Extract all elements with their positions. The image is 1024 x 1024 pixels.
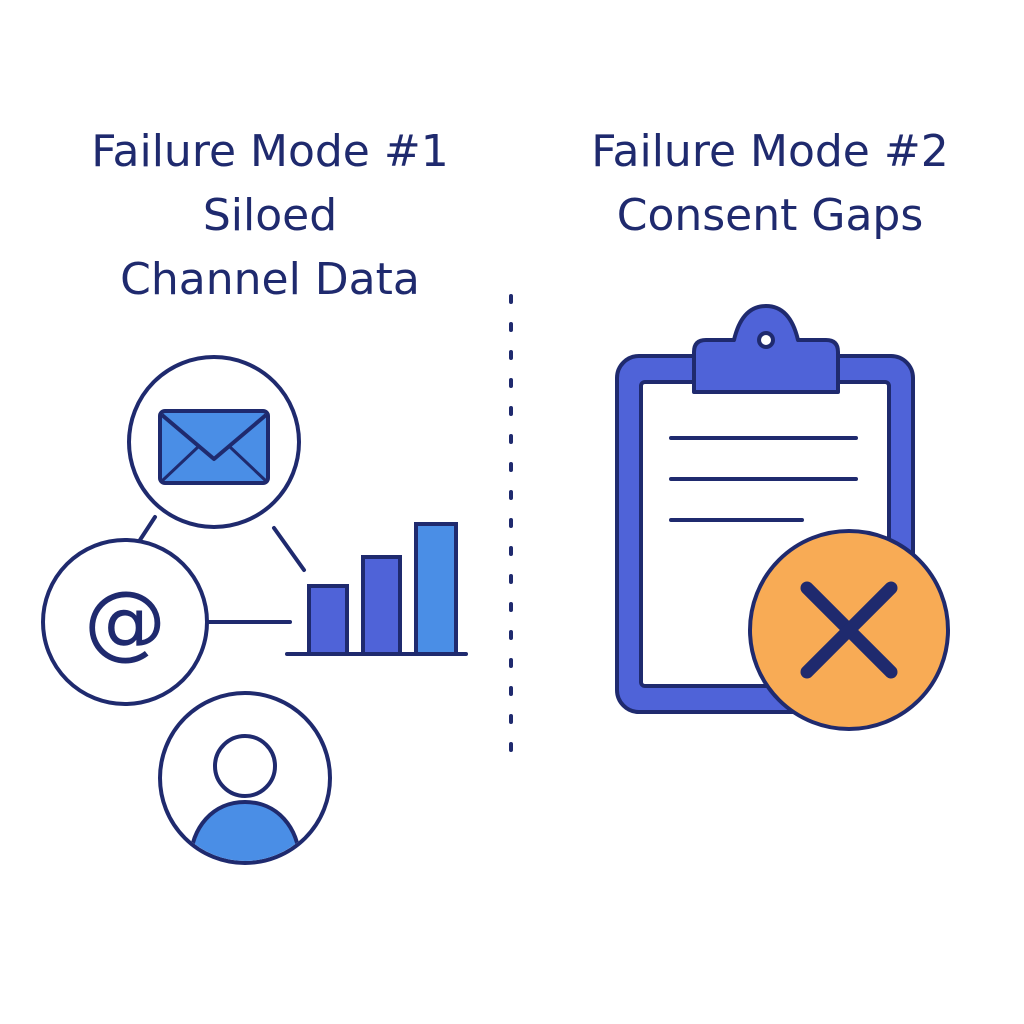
user-icon: [158, 691, 332, 865]
chart-bar-3: [414, 522, 458, 656]
failure-mode-1-heading: Failure Mode #1 Siloed Channel Data: [40, 120, 500, 312]
failure-mode-1-title-line2: Channel Data: [120, 254, 420, 305]
connector-email-chart: [272, 526, 306, 572]
chart-bar-1: [307, 584, 349, 656]
at-sign-icon: @: [41, 538, 209, 706]
bar-chart-icon: [285, 522, 468, 656]
failure-mode-1-title-line1: Siloed: [202, 190, 338, 241]
chart-bar-2: [361, 555, 402, 656]
at-sign-text: @: [84, 574, 166, 669]
connector-lines: [136, 515, 306, 624]
failure-mode-1-label: Failure Mode #1: [91, 126, 449, 177]
failure-mode-2-title: Consent Gaps: [616, 190, 924, 241]
failure-mode-2-heading: Failure Mode #2 Consent Gaps: [540, 120, 1000, 248]
clipboard-clip-hole: [757, 331, 775, 349]
failure-mode-2-label: Failure Mode #2: [591, 126, 949, 177]
close-icon: [748, 529, 950, 731]
connector-email-at: [136, 515, 157, 545]
email-icon: [127, 355, 301, 529]
